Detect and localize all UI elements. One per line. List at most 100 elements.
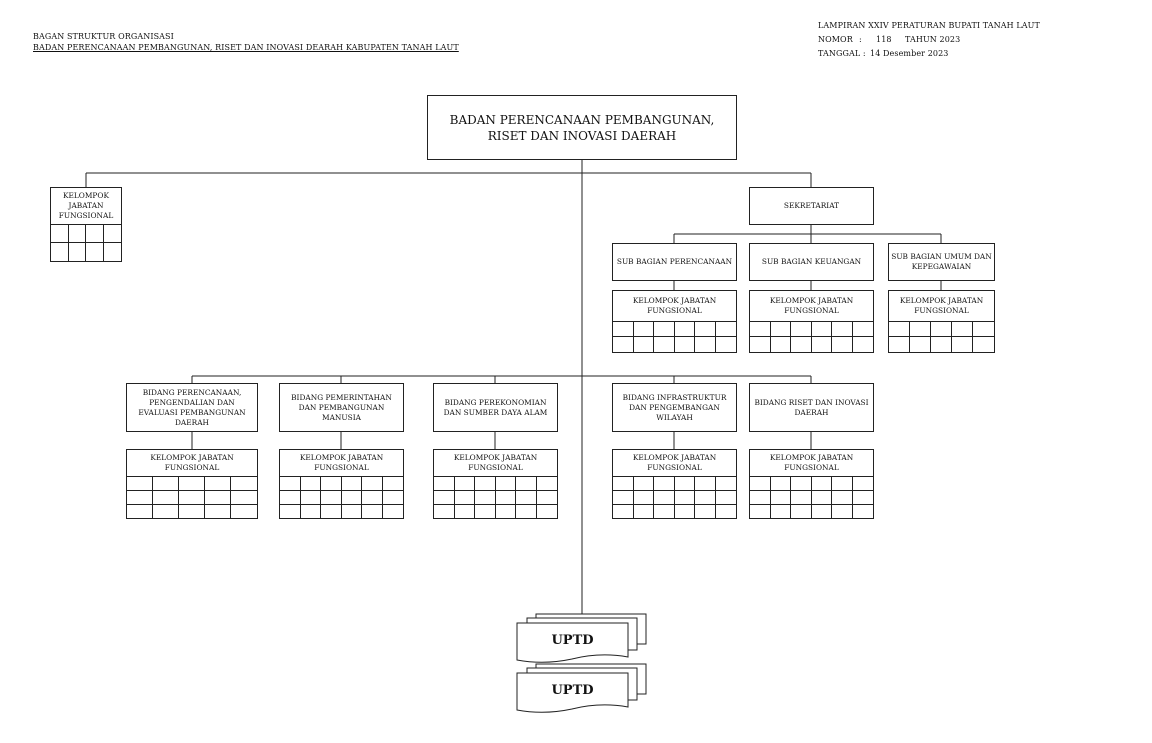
grid-cell	[695, 505, 716, 519]
grid-cell	[475, 477, 496, 491]
grid-cell	[454, 491, 475, 505]
sub-bagian-keuangan-box: SUB BAGIAN KEUANGAN	[749, 243, 874, 281]
grid-cell	[321, 477, 342, 491]
grid-cell	[475, 505, 496, 519]
grid-cell	[654, 322, 675, 337]
grid-cell	[811, 477, 832, 491]
grid-cell	[889, 322, 910, 337]
grid-cell	[153, 491, 179, 505]
grid-cell	[633, 477, 654, 491]
grid-cell	[516, 505, 537, 519]
bidang-kjf-grid-4	[613, 477, 736, 519]
grid-cell	[613, 322, 634, 337]
grid-cell	[179, 505, 205, 519]
grid-cell	[770, 505, 791, 519]
grid-cell	[179, 477, 205, 491]
grid-cell	[633, 491, 654, 505]
bidang-kjf-grid-2	[280, 477, 403, 519]
grid-cell	[715, 491, 736, 505]
grid-cell	[362, 477, 383, 491]
grid-cell	[362, 505, 383, 519]
grid-cell	[791, 491, 812, 505]
sub-kjf-grid-1	[613, 322, 736, 352]
grid-cell	[495, 491, 516, 505]
grid-cell	[362, 491, 383, 505]
sub-kjf-label-3: KELOMPOK JABATAN FUNGSIONAL	[889, 291, 994, 322]
grid-cell	[675, 337, 695, 352]
grid-cell	[633, 322, 654, 337]
grid-cell	[910, 337, 931, 352]
grid-cell	[852, 322, 873, 337]
grid-cell	[674, 477, 695, 491]
grid-cell	[536, 505, 557, 519]
uptd-shape-1	[516, 613, 647, 663]
grid-cell	[952, 337, 973, 352]
grid-cell	[613, 337, 634, 352]
grid-cell	[51, 225, 69, 243]
grid-cell	[454, 477, 475, 491]
grid-cell	[613, 477, 634, 491]
grid-cell	[516, 491, 537, 505]
grid-cell	[103, 225, 121, 243]
grid-cell	[674, 322, 695, 337]
grid-cell	[179, 491, 205, 505]
grid-cell	[127, 477, 153, 491]
tanggal-value: 14 Desember 2023	[870, 49, 949, 58]
document-subtitle: BADAN PERENCANAAN PEMBANGUNAN, RISET DAN…	[33, 43, 459, 52]
grid-cell	[231, 505, 257, 519]
grid-cell	[69, 243, 86, 261]
grid-cell	[341, 477, 362, 491]
uptd-label-2: UPTD	[551, 683, 594, 698]
grid-cell	[382, 491, 403, 505]
grid-cell	[791, 337, 812, 352]
sekretariat-box: SEKRETARIAT	[749, 187, 874, 225]
grid-cell	[832, 505, 853, 519]
grid-cell	[634, 337, 654, 352]
grid-cell	[51, 243, 69, 261]
grid-cell	[205, 491, 231, 505]
grid-cell	[695, 491, 716, 505]
grid-cell	[280, 477, 301, 491]
grid-cell	[695, 477, 716, 491]
grid-cell	[86, 225, 104, 243]
grid-cell	[536, 491, 557, 505]
grid-cell	[695, 322, 716, 337]
bidang-perencanaan-box: BIDANG PERENCANAAN, PENGENDALIAN DAN EVA…	[126, 383, 258, 432]
bidang-kjf-box-1: KELOMPOK JABATAN FUNGSIONAL	[126, 449, 258, 519]
grid-cell	[791, 477, 812, 491]
bidang-kjf-box-4: KELOMPOK JABATAN FUNGSIONAL	[612, 449, 737, 519]
grid-cell	[613, 505, 634, 519]
grid-cell	[475, 491, 496, 505]
sub-kjf-box-1: KELOMPOK JABATAN FUNGSIONAL	[612, 290, 737, 353]
grid-cell	[750, 477, 771, 491]
bidang-kjf-label-5: KELOMPOK JABATAN FUNGSIONAL	[750, 450, 873, 477]
grid-cell	[300, 491, 321, 505]
grid-cell	[382, 505, 403, 519]
bidang-kjf-grid-5	[750, 477, 873, 519]
grid-cell	[516, 477, 537, 491]
kjf-left-box: KELOMPOK JABATAN FUNGSIONAL	[50, 187, 122, 262]
grid-cell	[654, 477, 675, 491]
grid-cell	[613, 491, 634, 505]
grid-cell	[771, 337, 791, 352]
grid-cell	[973, 337, 994, 352]
grid-cell	[952, 322, 973, 337]
bidang-kjf-label-3: KELOMPOK JABATAN FUNGSIONAL	[434, 450, 557, 477]
grid-cell	[654, 505, 675, 519]
grid-cell	[750, 322, 771, 337]
sub-kjf-grid-3	[889, 322, 994, 352]
nomor-separator: :	[859, 35, 862, 44]
grid-cell	[770, 477, 791, 491]
grid-cell	[654, 491, 675, 505]
bidang-pemerintahan-box: BIDANG PEMERINTAHAN DAN PEMBANGUNAN MANU…	[279, 383, 404, 432]
grid-cell	[853, 337, 874, 352]
grid-cell	[791, 322, 812, 337]
grid-cell	[127, 505, 153, 519]
grid-cell	[300, 477, 321, 491]
grid-cell	[434, 491, 455, 505]
kjf-left-label: KELOMPOK JABATAN FUNGSIONAL	[51, 188, 121, 225]
bidang-riset-box: BIDANG RISET DAN INOVASI DAERAH	[749, 383, 874, 432]
grid-cell	[434, 505, 455, 519]
grid-cell	[811, 491, 832, 505]
grid-cell	[280, 491, 301, 505]
